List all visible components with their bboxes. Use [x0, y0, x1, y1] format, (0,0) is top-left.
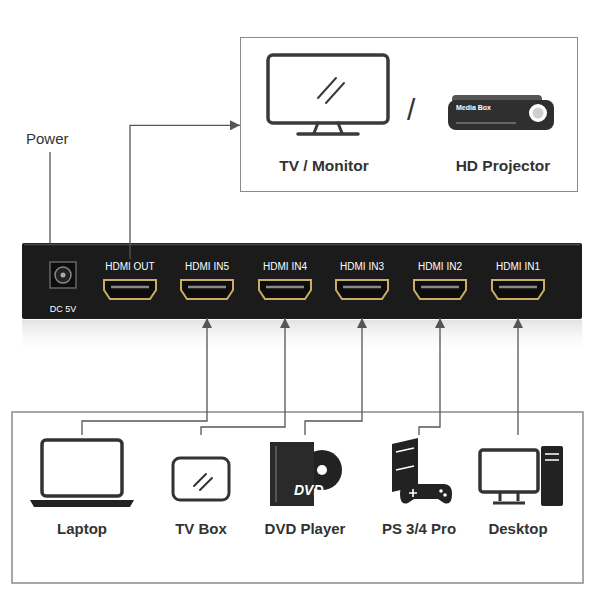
input-port: HDMI IN4	[251, 259, 319, 318]
node-label: HDMI IN3	[340, 261, 384, 273]
source-device: Laptop	[26, 435, 138, 547]
signal-arrow	[130, 125, 240, 259]
disc-logo: DVD	[294, 482, 324, 499]
display-device: TV / Monitor	[259, 49, 389, 184]
reflection	[22, 320, 582, 354]
source-device: Desktop	[462, 435, 574, 547]
signal-arrow	[517, 318, 518, 435]
node-label: HDMI OUT	[105, 261, 154, 273]
dvd-icon	[270, 442, 342, 506]
node-label: Desktop	[488, 520, 547, 538]
switch-edge	[24, 244, 580, 246]
hdmi-port	[414, 280, 466, 299]
display-device: HD Projector	[441, 49, 565, 184]
node-label: /	[407, 92, 415, 128]
power-label: Power	[26, 130, 69, 148]
monitor-icon	[268, 55, 388, 134]
device-brand: Media Box	[456, 104, 491, 112]
hdmi-port	[336, 280, 388, 299]
console-icon	[392, 438, 452, 504]
desktop-icon	[480, 446, 563, 506]
signal-arrow	[201, 318, 285, 435]
signal-arrow	[419, 318, 440, 435]
input-port: HDMI IN2	[406, 259, 474, 318]
input-port: HDMI IN5	[173, 259, 241, 318]
signal-arrow	[82, 318, 207, 435]
source-device: TV Box	[145, 435, 257, 547]
source-device: PS 3/4 Pro	[363, 435, 475, 547]
hdmi-port	[259, 280, 311, 299]
projector-icon	[448, 95, 554, 130]
node-label: TV Box	[175, 520, 227, 538]
hdmi-port	[492, 280, 544, 299]
power-line	[49, 152, 50, 243]
node-label: HDMI IN5	[185, 261, 229, 273]
input-port: HDMI IN3	[328, 259, 396, 318]
node-label: Laptop	[57, 520, 107, 538]
node-label: HDMI IN1	[496, 261, 540, 273]
dc-jack-ring	[55, 267, 71, 283]
power-port: DC 5V	[36, 256, 90, 318]
input-port: HDMI IN1	[484, 259, 552, 318]
source-frame	[12, 412, 583, 583]
dc-jack-pin	[61, 273, 66, 278]
node-label: HDMI IN2	[418, 261, 462, 273]
hdmi-port	[181, 280, 233, 299]
dc-jack	[50, 262, 76, 288]
output-port: HDMI OUT	[96, 259, 164, 318]
node-label: TV / Monitor	[279, 157, 369, 176]
output-box: / TV / Monitor HD Projector	[240, 37, 578, 192]
hdmi-port	[104, 280, 156, 299]
node-label: DC 5V	[50, 304, 77, 315]
node-label: PS 3/4 Pro	[382, 520, 456, 538]
switch-body	[22, 243, 582, 319]
node-label: HD Projector	[456, 157, 551, 176]
laptop-icon	[30, 440, 134, 507]
node-label: DVD Player	[265, 520, 346, 538]
signal-arrow	[305, 318, 362, 435]
tvbox-icon	[173, 458, 229, 500]
node-label: HDMI IN4	[263, 261, 307, 273]
